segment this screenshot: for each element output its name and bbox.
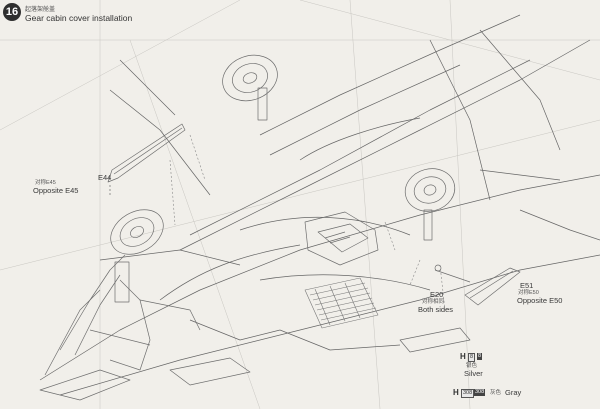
label-both-sides: Both sides	[418, 305, 454, 314]
label-e20: E20	[430, 290, 444, 299]
paint-silver-cn: 银色	[466, 363, 478, 369]
wheel-right	[404, 168, 456, 241]
paint-gray-code-alt: 308	[474, 389, 486, 396]
wheel-left	[110, 209, 164, 255]
step-number-badge: 16	[3, 3, 21, 21]
paint-silver-name: Silver	[464, 369, 483, 378]
step-title-cn: 起落架舱盖	[25, 7, 56, 13]
wheel-top	[222, 54, 278, 121]
paint-silver-code-alt: 8	[477, 353, 483, 360]
gear-bay-grid	[304, 277, 379, 329]
paint-gray-cn: 灰色	[490, 390, 502, 396]
lower-hatch	[39, 327, 471, 401]
part-e20-panel	[304, 211, 379, 266]
label-e45-opposite: Opposite E45	[33, 186, 79, 195]
paint-silver-code: 8	[468, 353, 476, 362]
label-e50-opposite: Opposite E50	[517, 296, 563, 305]
paint-silver-letter: H	[460, 352, 466, 361]
label-e44: E44	[98, 173, 112, 182]
step-title: Gear cabin cover installation	[25, 13, 133, 23]
part-e44-door	[107, 123, 186, 195]
part-e51-door	[434, 264, 521, 306]
paint-gray-name: Gray	[505, 388, 522, 397]
paint-gray-code: 308	[461, 389, 475, 398]
fuselage	[39, 14, 600, 396]
label-e45-cn: 对称E45	[35, 180, 56, 186]
paint-gray-letter: H	[453, 388, 459, 397]
label-e50-cn: 对称E50	[518, 290, 539, 296]
label-e51: E51	[520, 281, 534, 290]
label-e20-cn: 对称相同	[422, 299, 445, 305]
left-gear-leg	[44, 254, 201, 376]
